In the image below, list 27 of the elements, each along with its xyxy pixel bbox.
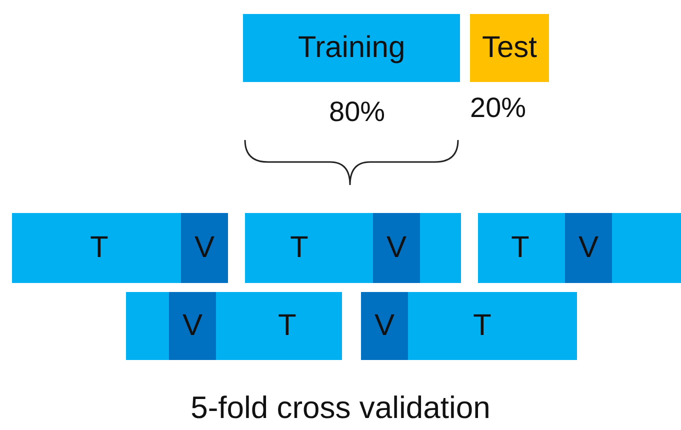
percentage-label: 80% [329,98,386,126]
segment-label: Training [296,33,406,63]
percentage-label: 20% [470,94,526,122]
validation-segment [181,213,228,283]
validation-segment [169,292,216,360]
training-block [243,14,460,82]
test-block [470,14,549,82]
segment-label: V [181,311,204,341]
segment-label: T [473,311,492,341]
segment-label: Test [480,33,538,63]
segment-label: T [511,233,530,263]
segment-label: V [373,311,396,341]
fold-bar [245,213,461,283]
segment-label: T [90,233,108,263]
fold-bar [478,213,681,283]
segment-label: V [577,233,600,263]
segment-label: T [278,311,296,341]
segment-label: V [385,233,408,263]
fold-bar [126,292,342,360]
validation-segment [565,213,612,283]
segment-label: T [290,233,308,263]
validation-segment [373,213,420,283]
segment-label: V [193,233,216,263]
validation-segment [361,292,408,360]
caption: 5-fold cross validation [190,392,492,423]
fold-bar [12,213,228,283]
fold-bar [361,292,577,360]
